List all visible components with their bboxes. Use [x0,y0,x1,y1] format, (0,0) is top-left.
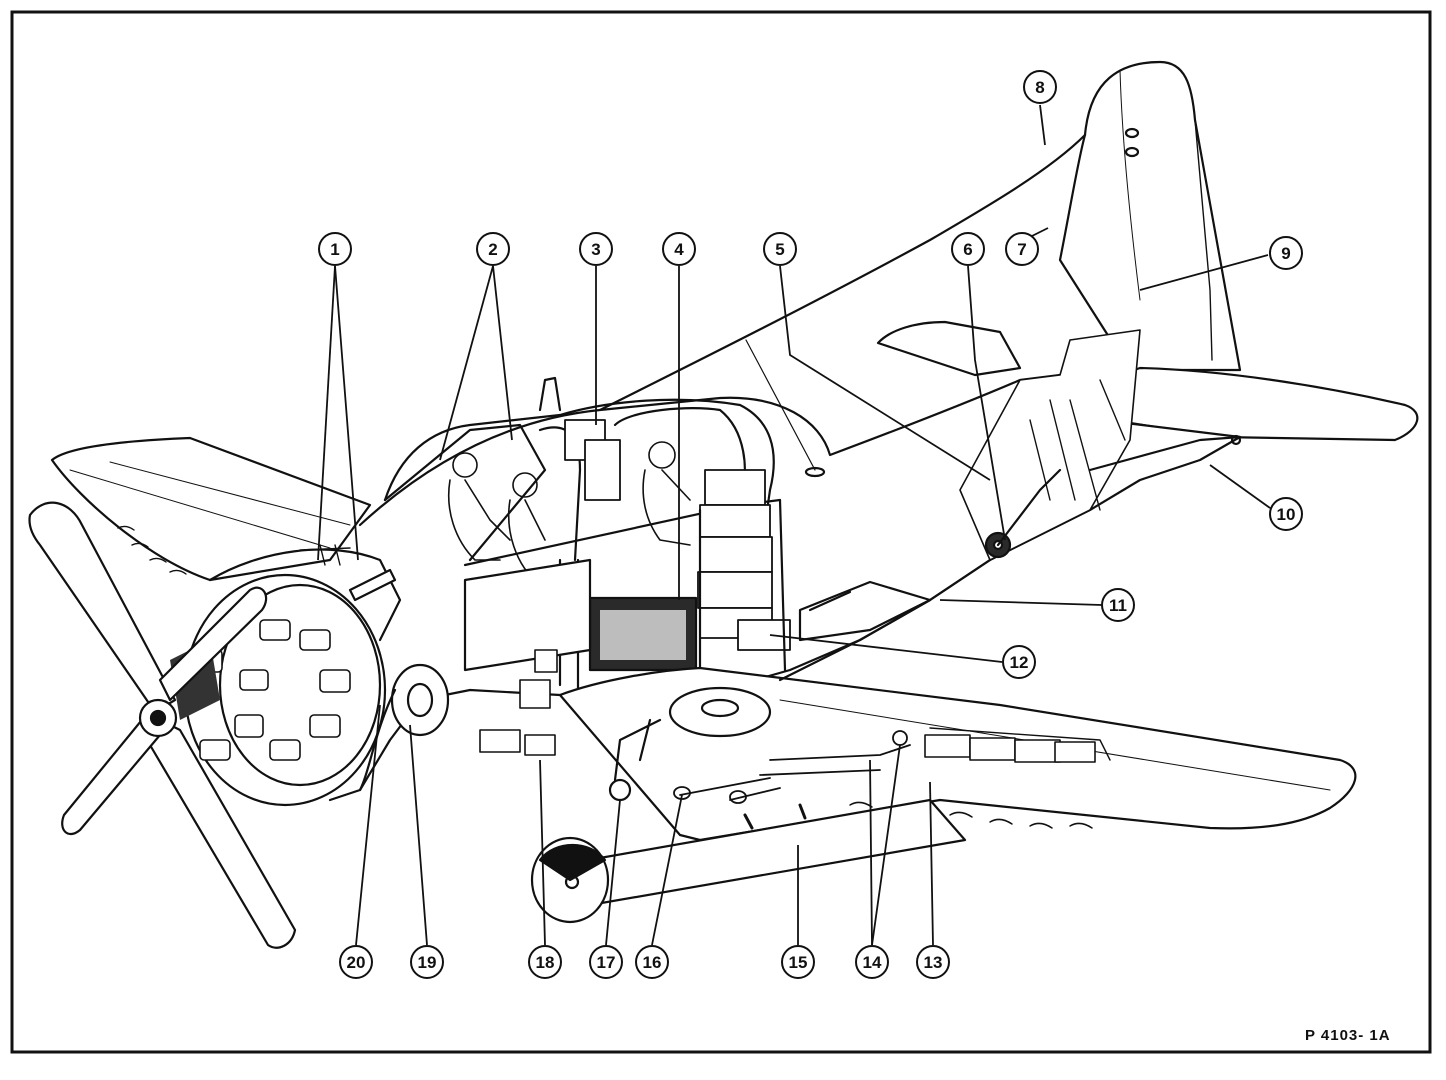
oil-cooler [390,663,450,737]
propeller-blade-upper [28,501,177,714]
callout-2: 2 [476,232,510,266]
left-wing-panel-lines [69,461,351,549]
left-wing-slots [117,525,187,575]
tail-wheel-strut [996,468,1062,547]
callout-4: 4 [662,232,696,266]
callout-15: 15 [781,945,815,979]
rudder-hinge-line [1194,119,1213,361]
exhaust-stack [348,568,397,602]
callout-3: 3 [579,232,613,266]
main-gear-strut [613,718,662,782]
left-horizontal-stabilizer [876,320,1022,377]
arresting-hook [1088,435,1242,472]
dive-brake [798,580,932,642]
armor-plate-inset [600,610,686,660]
antenna-insulator [804,466,826,478]
arresting-hook-point [1230,434,1242,446]
callout-14-label: 14 [863,953,882,972]
callout-7: 7 [1005,232,1039,266]
external-tank-cap [564,874,580,890]
wing-ammo-boxes [924,734,1096,763]
callout-4-label: 4 [674,240,684,259]
engine-cowl-ring [218,583,382,787]
external-tank-front-shade [538,843,607,882]
callout-20: 20 [339,945,373,979]
callout-19: 19 [410,945,444,979]
page-border [10,10,1432,1054]
dive-brake-actuator [808,590,852,612]
callout-7-label: 7 [1017,240,1026,259]
equipment-racks [564,419,791,651]
callout-8: 8 [1023,70,1057,104]
callout-12-label: 12 [1010,653,1029,672]
tail-cutaway [959,329,1141,561]
vertical-fin [1058,60,1242,372]
propeller-blade-left [61,708,162,836]
callout-13: 13 [916,945,950,979]
callout-18: 18 [528,945,562,979]
callout-18-label: 18 [536,953,555,972]
fin-access-port [1124,146,1140,158]
rear-crewman-figure [642,441,691,546]
main-wheel-hub [700,698,740,718]
fuselage-lower-line [778,558,992,682]
callout-1: 1 [318,232,352,266]
callout-6-label: 6 [963,240,972,259]
callout-16-label: 16 [643,953,662,972]
callout-15-label: 15 [789,953,808,972]
antenna-wire [745,339,816,471]
callout-3-label: 3 [591,240,600,259]
accessory-units [479,649,558,756]
callout-17: 17 [589,945,623,979]
pilot-figure [447,452,511,561]
callout-10-label: 10 [1277,505,1296,524]
fuselage-top-line [598,133,1087,412]
fin-access-port [1124,127,1140,139]
callout-2-label: 2 [488,240,497,259]
callout-8-label: 8 [1035,78,1044,97]
callout-6: 6 [951,232,985,266]
callout-11: 11 [1101,588,1135,622]
callouts: 1 2 3 4 5 6 7 8 9 10 11 12 13 14 15 16 1… [318,70,1303,979]
callout-1-label: 1 [330,240,339,259]
oil-cooler-duct [358,688,397,792]
aircraft-drawing [28,60,1419,949]
callout-13-label: 13 [924,953,943,972]
callout-9: 9 [1269,236,1303,270]
propeller-blade-right [158,586,268,702]
callout-16: 16 [635,945,669,979]
tail-structure [1029,379,1126,511]
callout-12: 12 [1002,645,1036,679]
antenna-mast [538,376,562,412]
firewall-panel [463,558,592,672]
oil-cooler-core [406,682,434,718]
right-horizontal-stabilizer [1058,366,1419,442]
canopy [383,398,775,562]
tank-pylons [743,803,807,830]
fin-leading-edge [1119,69,1141,301]
propeller-blade-lower [148,718,297,949]
cowl-flaps [299,544,351,566]
callout-5-label: 5 [775,240,784,259]
callout-5: 5 [763,232,797,266]
callout-20-label: 20 [347,953,366,972]
main-gear-pivot [608,778,632,802]
callout-11-label: 11 [1109,596,1127,615]
main-wheel-stowed [668,686,772,738]
callout-19-label: 19 [418,953,437,972]
callout-14: 14 [855,945,889,979]
figure-reference: P 4103- 1A [1305,1027,1391,1044]
callout-17-label: 17 [597,953,616,972]
propeller-hub [149,709,167,727]
callout-10: 10 [1269,497,1303,531]
callout-9-label: 9 [1281,244,1290,263]
